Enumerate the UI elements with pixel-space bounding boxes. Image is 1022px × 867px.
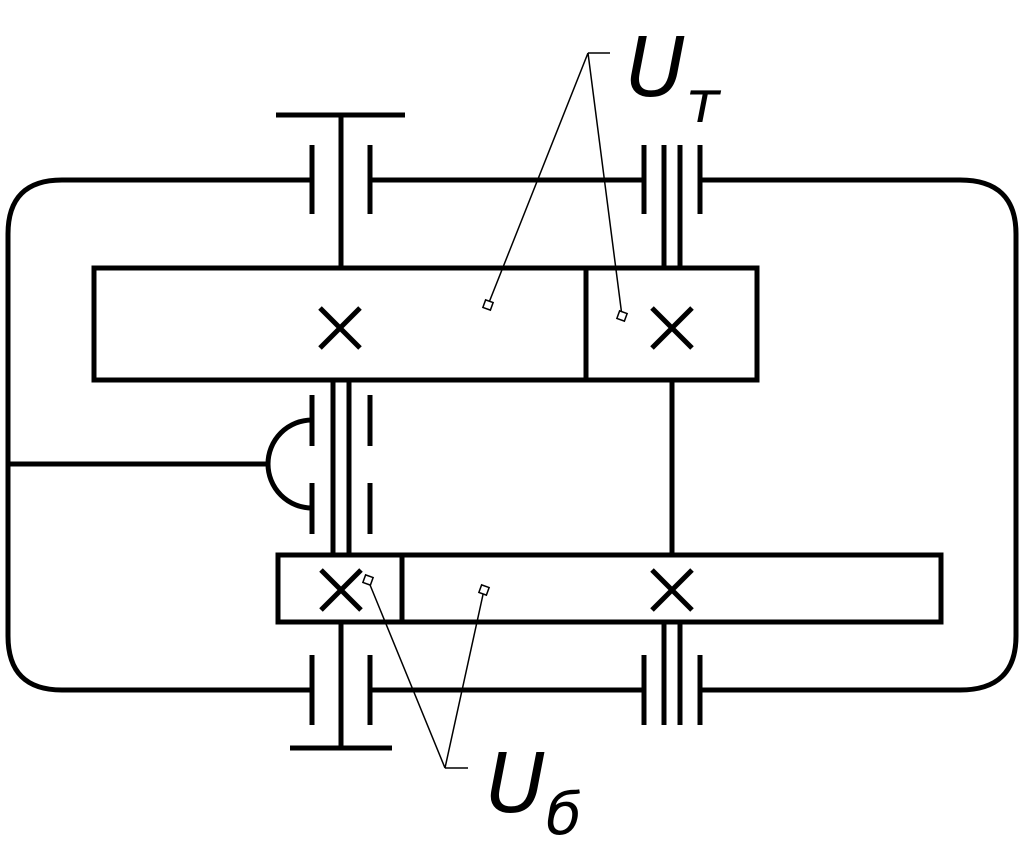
- upper-gear-wheel-large: [91, 265, 589, 383]
- upper-left-gear-cross: [318, 306, 362, 350]
- label-upper-ratio: Uт: [626, 21, 722, 136]
- upper-gear-wheel-small: [583, 265, 760, 383]
- label-lower-base: U: [486, 737, 546, 832]
- lower-gear-wheel-large: [399, 552, 944, 625]
- support-arc: [265, 417, 313, 511]
- marker-upper-large: [481, 298, 495, 312]
- label-upper-base: U: [626, 21, 686, 116]
- housing-right-outline: [700, 177, 1019, 693]
- marker-lower-large: [477, 583, 491, 597]
- marker-lower-small: [361, 573, 375, 587]
- label-upper-sub: т: [686, 68, 722, 136]
- label-lower-sub: б: [546, 780, 582, 848]
- marker-upper-small: [615, 309, 629, 323]
- upper-right-gear-cross: [650, 306, 694, 350]
- housing-outline: [5, 177, 310, 693]
- leader-line-upper: [487, 52, 623, 317]
- lower-left-gear-cross: [319, 568, 363, 612]
- lower-right-gear-cross: [650, 568, 694, 612]
- leader-line-lower: [367, 579, 485, 769]
- label-lower-ratio: Uб: [486, 737, 582, 848]
